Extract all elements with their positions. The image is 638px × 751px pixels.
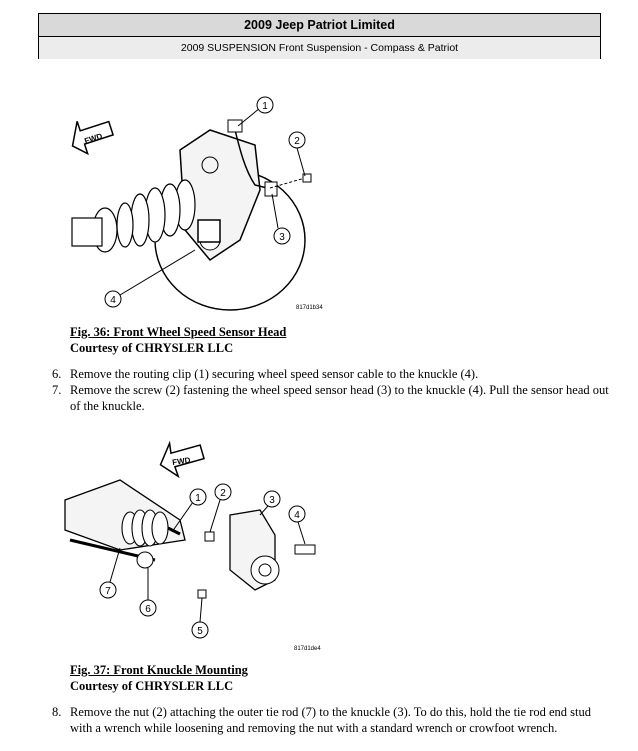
callout-1: 1 [195, 493, 201, 504]
step-text: Remove the routing clip (1) securing whe… [70, 367, 479, 381]
callout-6: 6 [145, 604, 151, 615]
callout-1: 1 [262, 101, 268, 112]
caption-title: Fig. 37: Front Knuckle Mounting [70, 663, 248, 677]
list-item: 7. Remove the screw (2) fastening the wh… [52, 382, 612, 414]
callout-4: 4 [110, 295, 116, 306]
step-number: 7. [52, 383, 62, 397]
step-text: Remove the screw (2) fastening the wheel… [70, 383, 609, 413]
figure-37-caption: Fig. 37: Front Knuckle Mounting Courtesy… [70, 662, 248, 694]
document-subtitle: 2009 SUSPENSION Front Suspension - Compa… [39, 37, 600, 59]
callout-3: 3 [279, 232, 285, 243]
callout-2: 2 [294, 136, 300, 147]
step-number: 6. [52, 367, 62, 381]
list-item: 6. Remove the routing clip (1) securing … [52, 366, 612, 382]
fwd-arrow-icon: FWD [159, 440, 205, 479]
figure-37-illustration: FWD 1 2 3 4 5 6 7 817d1de4 [64, 440, 321, 652]
callout-5: 5 [197, 626, 203, 637]
caption-credit: Courtesy of CHRYSLER LLC [70, 341, 234, 355]
callout-4: 4 [294, 510, 300, 521]
list-item: 8. Remove the nut (2) attaching the oute… [52, 704, 612, 736]
fwd-arrow-icon: FWD [71, 120, 115, 156]
callout-7: 7 [105, 586, 111, 597]
caption-title: Fig. 36: Front Wheel Speed Sensor Head [70, 325, 287, 339]
caption-credit: Courtesy of CHRYSLER LLC [70, 679, 234, 693]
step-number: 8. [52, 705, 62, 719]
step-text: Remove the nut (2) attaching the outer t… [70, 705, 591, 735]
page-header: 2009 Jeep Patriot Limited 2009 SUSPENSIO… [38, 13, 601, 59]
figure-36-illustration: FWD 1 2 3 4 817d1b34 [71, 96, 323, 311]
callout-2: 2 [220, 488, 226, 499]
document-title: 2009 Jeep Patriot Limited [39, 14, 600, 37]
figure-36-caption: Fig. 36: Front Wheel Speed Sensor Head C… [70, 324, 286, 356]
callout-3: 3 [269, 495, 275, 506]
figure-code: 817d1de4 [294, 646, 321, 652]
fwd-label: FWD [172, 456, 192, 467]
figure-code: 817d1b34 [296, 305, 323, 311]
